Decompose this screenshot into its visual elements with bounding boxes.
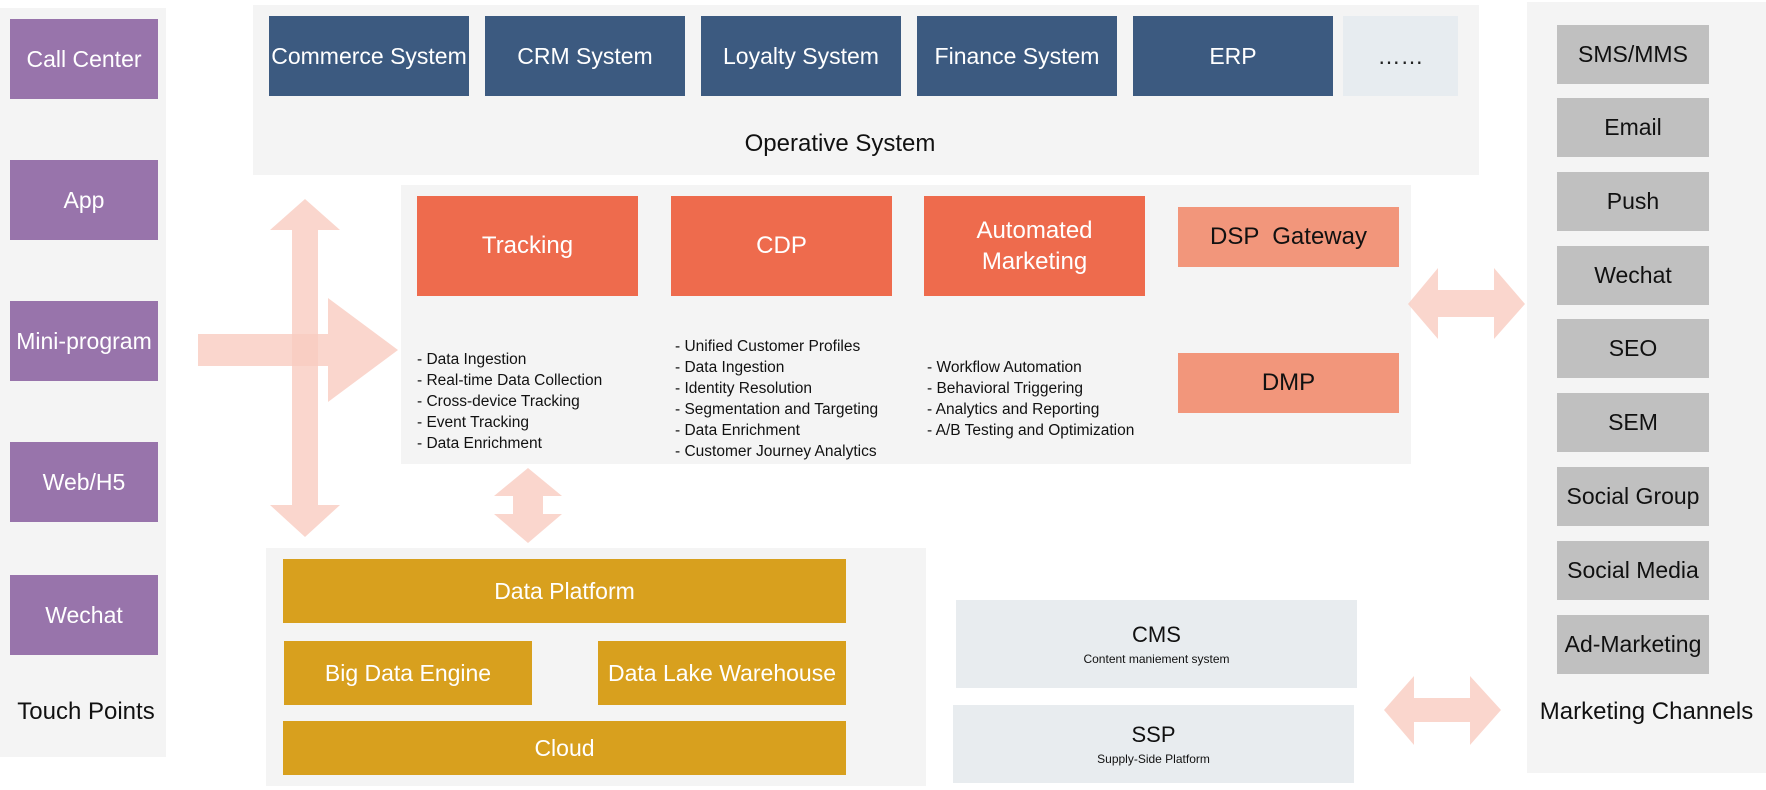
feature-item: Data Enrichment — [417, 433, 657, 454]
feature-item: Behavioral Triggering — [927, 378, 1167, 399]
feature-item: Segmentation and Targeting — [675, 399, 915, 420]
more-systems-box[interactable]: …… — [1343, 16, 1458, 96]
feature-item: Cross-device Tracking — [417, 391, 657, 412]
feature-item: Data Enrichment — [675, 420, 915, 441]
data-lake-warehouse-box[interactable]: Data Lake Warehouse — [598, 641, 846, 705]
feature-item: Analytics and Reporting — [927, 399, 1167, 420]
ssp-box[interactable]: SSP Supply-Side Platform — [953, 705, 1354, 783]
channel-push[interactable]: Push — [1557, 172, 1709, 231]
marketing-channels-label: Marketing Channels — [1539, 698, 1754, 725]
ssp-subtitle: Supply-Side Platform — [1097, 752, 1210, 766]
feature-item: Data Ingestion — [675, 357, 915, 378]
cdp-feature-list: Unified Customer Profiles Data Ingestion… — [675, 336, 915, 462]
automated-marketing-box[interactable]: Automated Marketing — [924, 196, 1145, 296]
cms-box[interactable]: CMS Content maniement system — [956, 600, 1357, 688]
channel-ad-marketing[interactable]: Ad-Marketing — [1557, 615, 1709, 674]
loyalty-system-box[interactable]: Loyalty System — [701, 16, 901, 96]
feature-item: Unified Customer Profiles — [675, 336, 915, 357]
dmp-box[interactable]: DMP — [1178, 353, 1399, 413]
channel-wechat[interactable]: Wechat — [1557, 246, 1709, 305]
data-exchange-arrow — [494, 468, 562, 543]
touch-points-arrow — [198, 298, 398, 402]
channel-social-media[interactable]: Social Media — [1557, 541, 1709, 600]
feature-item: Customer Journey Analytics — [675, 441, 915, 462]
feature-item: Data Ingestion — [417, 349, 657, 370]
channel-sem[interactable]: SEM — [1557, 393, 1709, 452]
channel-sms-mms[interactable]: SMS/MMS — [1557, 25, 1709, 84]
crm-system-box[interactable]: CRM System — [485, 16, 685, 96]
erp-box[interactable]: ERP — [1133, 16, 1333, 96]
data-platform-box[interactable]: Data Platform — [283, 559, 846, 623]
cms-subtitle: Content maniement system — [1083, 652, 1230, 666]
touch-point-mini-program[interactable]: Mini-program — [10, 301, 158, 381]
vertical-double-arrow — [270, 199, 340, 537]
commerce-system-box[interactable]: Commerce System — [269, 16, 469, 96]
ssp-title: SSP — [1131, 722, 1176, 747]
big-data-engine-box[interactable]: Big Data Engine — [284, 641, 532, 705]
finance-system-box[interactable]: Finance System — [917, 16, 1117, 96]
tracking-box[interactable]: Tracking — [417, 196, 638, 296]
touch-points-label: Touch Points — [17, 698, 155, 725]
tracking-feature-list: Data Ingestion Real-time Data Collection… — [417, 349, 657, 454]
touch-point-web-h5[interactable]: Web/H5 — [10, 442, 158, 522]
feature-item: A/B Testing and Optimization — [927, 420, 1167, 441]
touch-point-wechat[interactable]: Wechat — [10, 575, 158, 655]
automated-marketing-line1: Automated — [976, 216, 1093, 244]
automated-marketing-line2: Marketing — [981, 248, 1088, 275]
dsp-gateway-box[interactable]: DSP Gateway — [1178, 207, 1399, 267]
touch-point-call-center[interactable]: Call Center — [10, 19, 158, 99]
channels-double-arrow-upper — [1408, 268, 1525, 339]
feature-item: Event Tracking — [417, 412, 657, 433]
operative-system-label: Operative System — [744, 130, 936, 157]
channel-seo[interactable]: SEO — [1557, 319, 1709, 378]
channels-double-arrow-lower — [1384, 676, 1501, 745]
cloud-box[interactable]: Cloud — [283, 721, 846, 775]
channel-social-group[interactable]: Social Group — [1557, 467, 1709, 526]
feature-item: Workflow Automation — [927, 357, 1167, 378]
automated-marketing-feature-list: Workflow Automation Behavioral Triggerin… — [927, 357, 1167, 441]
feature-item: Real-time Data Collection — [417, 370, 657, 391]
touch-point-app[interactable]: App — [10, 160, 158, 240]
channel-email[interactable]: Email — [1557, 98, 1709, 157]
feature-item: Identity Resolution — [675, 378, 915, 399]
cms-title: CMS — [1132, 622, 1181, 647]
cdp-box[interactable]: CDP — [671, 196, 892, 296]
